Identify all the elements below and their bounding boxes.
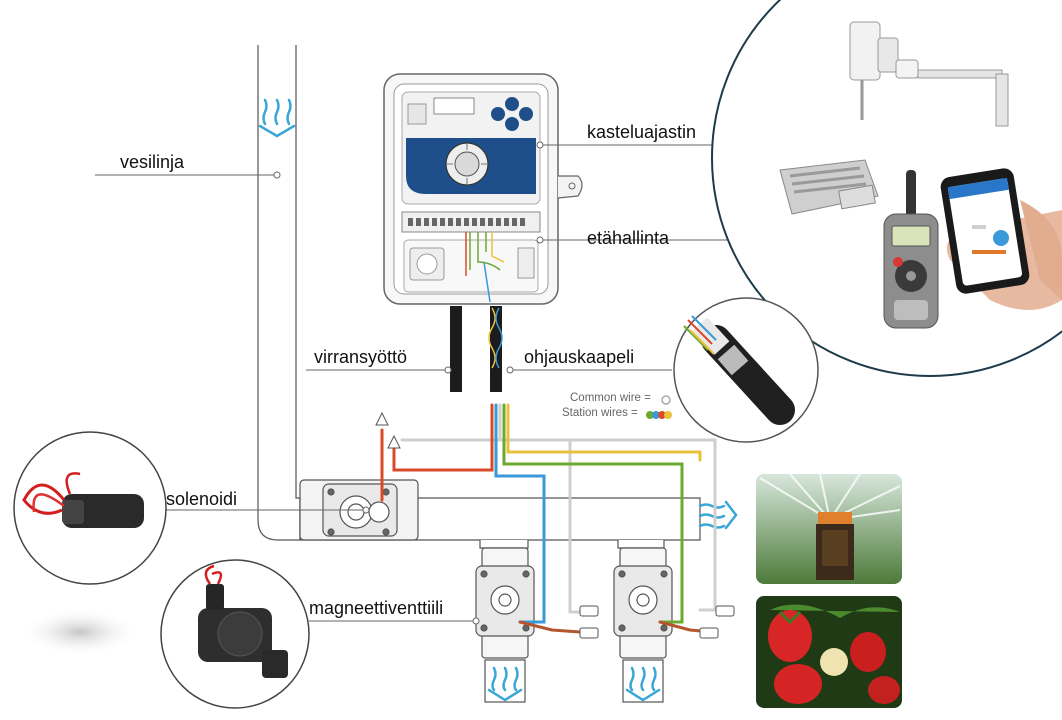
smartphone-app-icon (940, 168, 1062, 310)
valve-outflow-icon (487, 666, 661, 702)
control-cable-inset (673, 297, 819, 443)
handheld-remote-icon (883, 170, 939, 329)
label-kasteluajastin: kasteluajastin (587, 122, 697, 142)
control-cable (488, 306, 503, 392)
label-magneettiventtiili: magneettiventtiili (309, 598, 444, 618)
control-wires (380, 403, 717, 634)
solenoid-inset (13, 431, 167, 585)
label-virransyotto: virransyöttö (314, 347, 408, 367)
receiver-module-icon (779, 159, 879, 215)
legend-common-wire: Common wire = (570, 392, 651, 404)
water-flow-right-icon (698, 500, 738, 530)
rain-sensor-icon (849, 21, 1009, 127)
label-vesilinja: vesilinja (120, 152, 185, 172)
remote-control-inset (711, 0, 1062, 377)
water-flow-icon (258, 98, 296, 138)
label-ohjauskaapeli: ohjauskaapeli (524, 347, 635, 367)
label-etahallinta: etähallinta (587, 228, 670, 248)
zone-valve-2 (613, 547, 673, 703)
label-solenoidi: solenoidi (166, 489, 238, 509)
power-cable (450, 306, 462, 392)
legend-station-wires: Station wires = (562, 407, 638, 419)
strawberry-photo (756, 596, 902, 708)
irrigation-controller (383, 73, 583, 305)
zone-valve-1 (475, 547, 535, 703)
sprinkler-photo (756, 473, 902, 584)
magnet-valve-inset (20, 559, 310, 709)
wire-legend-swatches (646, 395, 672, 419)
wire-connectors (375, 411, 735, 639)
